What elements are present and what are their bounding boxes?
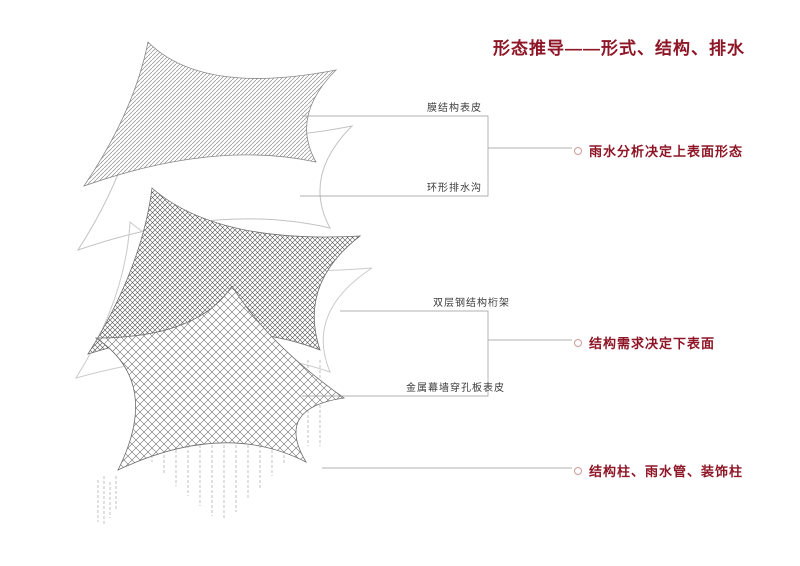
annotation-rainwater: 雨水分析决定上表面形态 bbox=[574, 141, 743, 160]
column-lines-left bbox=[97, 476, 117, 526]
leader-lines bbox=[300, 115, 572, 469]
perforated-layer-shape bbox=[94, 285, 346, 471]
membrane-layer-shape bbox=[82, 41, 338, 187]
bullet-ring-icon bbox=[574, 146, 582, 155]
annotation-rainwater-text: 雨水分析决定上表面形态 bbox=[589, 144, 744, 159]
label-ring-drain: 环形排水沟 bbox=[427, 183, 482, 194]
annotation-columns-text: 结构柱、雨水管、装饰柱 bbox=[589, 464, 744, 479]
label-membrane-skin: 膜结构表皮 bbox=[427, 103, 482, 114]
bullet-ring-icon bbox=[574, 338, 582, 347]
page-title: 形态推导——形式、结构、排水 bbox=[493, 39, 745, 58]
annotation-columns: 结构柱、雨水管、装饰柱 bbox=[574, 461, 743, 480]
truss-layer-shape bbox=[87, 187, 362, 355]
bullet-ring-icon bbox=[574, 466, 582, 475]
annotation-structure: 结构需求决定下表面 bbox=[574, 333, 715, 352]
label-steel-truss: 双层钢结构桁架 bbox=[433, 298, 510, 309]
annotation-structure-text: 结构需求决定下表面 bbox=[589, 336, 716, 351]
label-perforated-skin: 金属幕墙穿孔板表皮 bbox=[406, 383, 505, 394]
